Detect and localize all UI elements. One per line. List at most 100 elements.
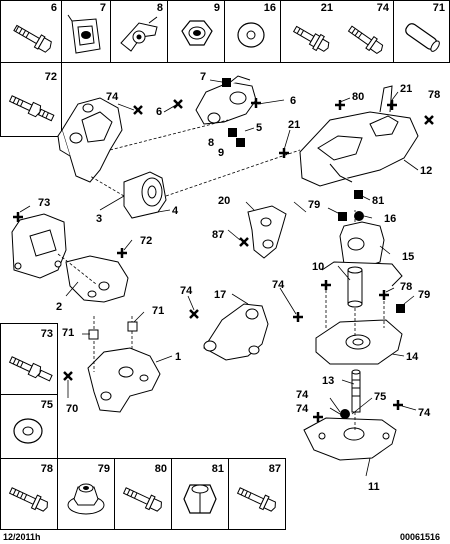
plus-marker <box>321 280 331 290</box>
part-ref-74: 74 <box>376 2 389 14</box>
callout-7: 7 <box>200 71 206 83</box>
part-cell-9[interactable]: 9 <box>167 0 225 63</box>
lower-bracket-part[interactable] <box>87 347 161 413</box>
part-ref-72: 72 <box>44 71 57 83</box>
marker-dot-75 <box>340 409 350 419</box>
footer-code: 00061516 <box>400 532 441 542</box>
callout-10: 10 <box>312 261 324 273</box>
plus-marker <box>379 290 389 300</box>
pin-icon <box>405 23 440 52</box>
washer-icon <box>13 418 43 444</box>
mount-plate-14-part[interactable] <box>315 319 403 365</box>
part-cell-78[interactable]: 78 <box>0 458 58 530</box>
bolt-icon <box>122 487 162 512</box>
parts-strip: 6 7 8 9 <box>0 0 450 63</box>
flange-bolt-icon <box>292 25 330 52</box>
stud-13-part[interactable] <box>351 369 361 413</box>
part-ref-78: 78 <box>40 463 53 475</box>
callout-5: 5 <box>256 122 262 134</box>
callout-13: 13 <box>322 375 334 387</box>
part-cell-87[interactable]: 87 <box>228 458 286 530</box>
callout-79-right: 79 <box>418 289 430 301</box>
marker-square-81 <box>354 190 363 199</box>
plate-20-part[interactable] <box>247 205 287 259</box>
callout-15: 15 <box>402 251 414 263</box>
callout-6-left: 6 <box>156 106 162 118</box>
part-ref-7: 7 <box>99 2 106 14</box>
part-cell-81[interactable]: 81 <box>171 458 229 530</box>
part-cell-72[interactable]: 72 <box>0 62 62 137</box>
part-ref-73: 73 <box>40 328 53 340</box>
spacer-column-part[interactable] <box>347 266 363 308</box>
part-ref-8: 8 <box>156 2 163 14</box>
stud-bolt-icon <box>8 95 55 122</box>
callout-71-left: 71 <box>62 327 74 339</box>
callout-75: 75 <box>374 391 386 403</box>
rubber-bush-part[interactable] <box>123 171 167 219</box>
part-ref-87: 87 <box>268 463 281 475</box>
callout-1: 1 <box>175 351 181 363</box>
engine-bracket-part[interactable] <box>57 97 123 183</box>
x-marker <box>173 99 183 109</box>
plus-marker <box>393 400 403 410</box>
callout-70: 70 <box>66 403 78 415</box>
marker-dot-16 <box>354 211 364 221</box>
plus-marker <box>117 248 127 258</box>
placeholder-square <box>127 321 138 332</box>
hex-nut-icon <box>183 484 217 514</box>
part-ref-80: 80 <box>154 463 167 475</box>
part-cell-7[interactable]: 7 <box>61 0 111 63</box>
part-cell-73[interactable]: 73 <box>0 323 58 395</box>
bracket-clip-icon <box>120 16 158 52</box>
plus-marker <box>251 98 261 108</box>
part-ref-75: 75 <box>40 399 53 411</box>
callout-74-d: 74 <box>296 389 309 401</box>
part-ref-21: 21 <box>320 2 333 14</box>
part-cell-71[interactable]: 71 <box>393 0 450 63</box>
callout-74-e: 74 <box>296 403 309 415</box>
callout-74-c: 74 <box>272 279 285 291</box>
bolt-icon <box>347 25 384 55</box>
callout-72: 72 <box>140 235 152 247</box>
callout-12: 12 <box>420 165 432 177</box>
plus-marker <box>13 212 23 222</box>
lower-link-part[interactable] <box>203 303 269 361</box>
gearbox-bracket-part[interactable] <box>299 85 419 187</box>
part-cell-8[interactable]: 8 <box>110 0 168 63</box>
x-marker <box>424 115 434 125</box>
part-cell-74[interactable]: 74 <box>337 0 394 63</box>
stud-bolt-icon <box>8 356 53 382</box>
hex-nut-icon <box>181 20 213 46</box>
callout-74-b: 74 <box>180 285 193 297</box>
callout-80: 80 <box>352 91 364 103</box>
callout-4: 4 <box>172 205 179 217</box>
part-cell-6[interactable]: 6 <box>0 0 62 63</box>
callout-3: 3 <box>96 213 102 225</box>
part-cell-75[interactable]: 75 <box>0 394 58 459</box>
part-ref-16: 16 <box>263 2 276 14</box>
bolt-icon <box>236 487 276 512</box>
part-ref-6: 6 <box>50 2 57 14</box>
footer-date: 12/2011h <box>3 532 41 542</box>
x-marker <box>189 309 199 319</box>
bolt-icon <box>13 24 52 53</box>
x-marker <box>239 237 249 247</box>
left-mount-part[interactable] <box>11 213 129 303</box>
flange-nut-icon <box>67 483 105 515</box>
plus-marker <box>387 100 397 110</box>
callout-78-mid: 78 <box>400 281 412 293</box>
callout-87: 87 <box>212 229 224 241</box>
placeholder-square <box>88 329 99 340</box>
callout-8: 8 <box>208 137 214 149</box>
callout-74-a: 74 <box>106 91 119 103</box>
plus-marker <box>335 100 345 110</box>
torque-link-part[interactable] <box>195 75 257 125</box>
marker-square-9 <box>236 138 245 147</box>
part-cell-79[interactable]: 79 <box>57 458 115 530</box>
bolt-icon <box>8 487 48 512</box>
marker-square-7 <box>222 78 231 87</box>
bottom-plate-11-part[interactable] <box>303 417 397 461</box>
callout-17: 17 <box>214 289 226 301</box>
plus-marker <box>293 312 303 322</box>
